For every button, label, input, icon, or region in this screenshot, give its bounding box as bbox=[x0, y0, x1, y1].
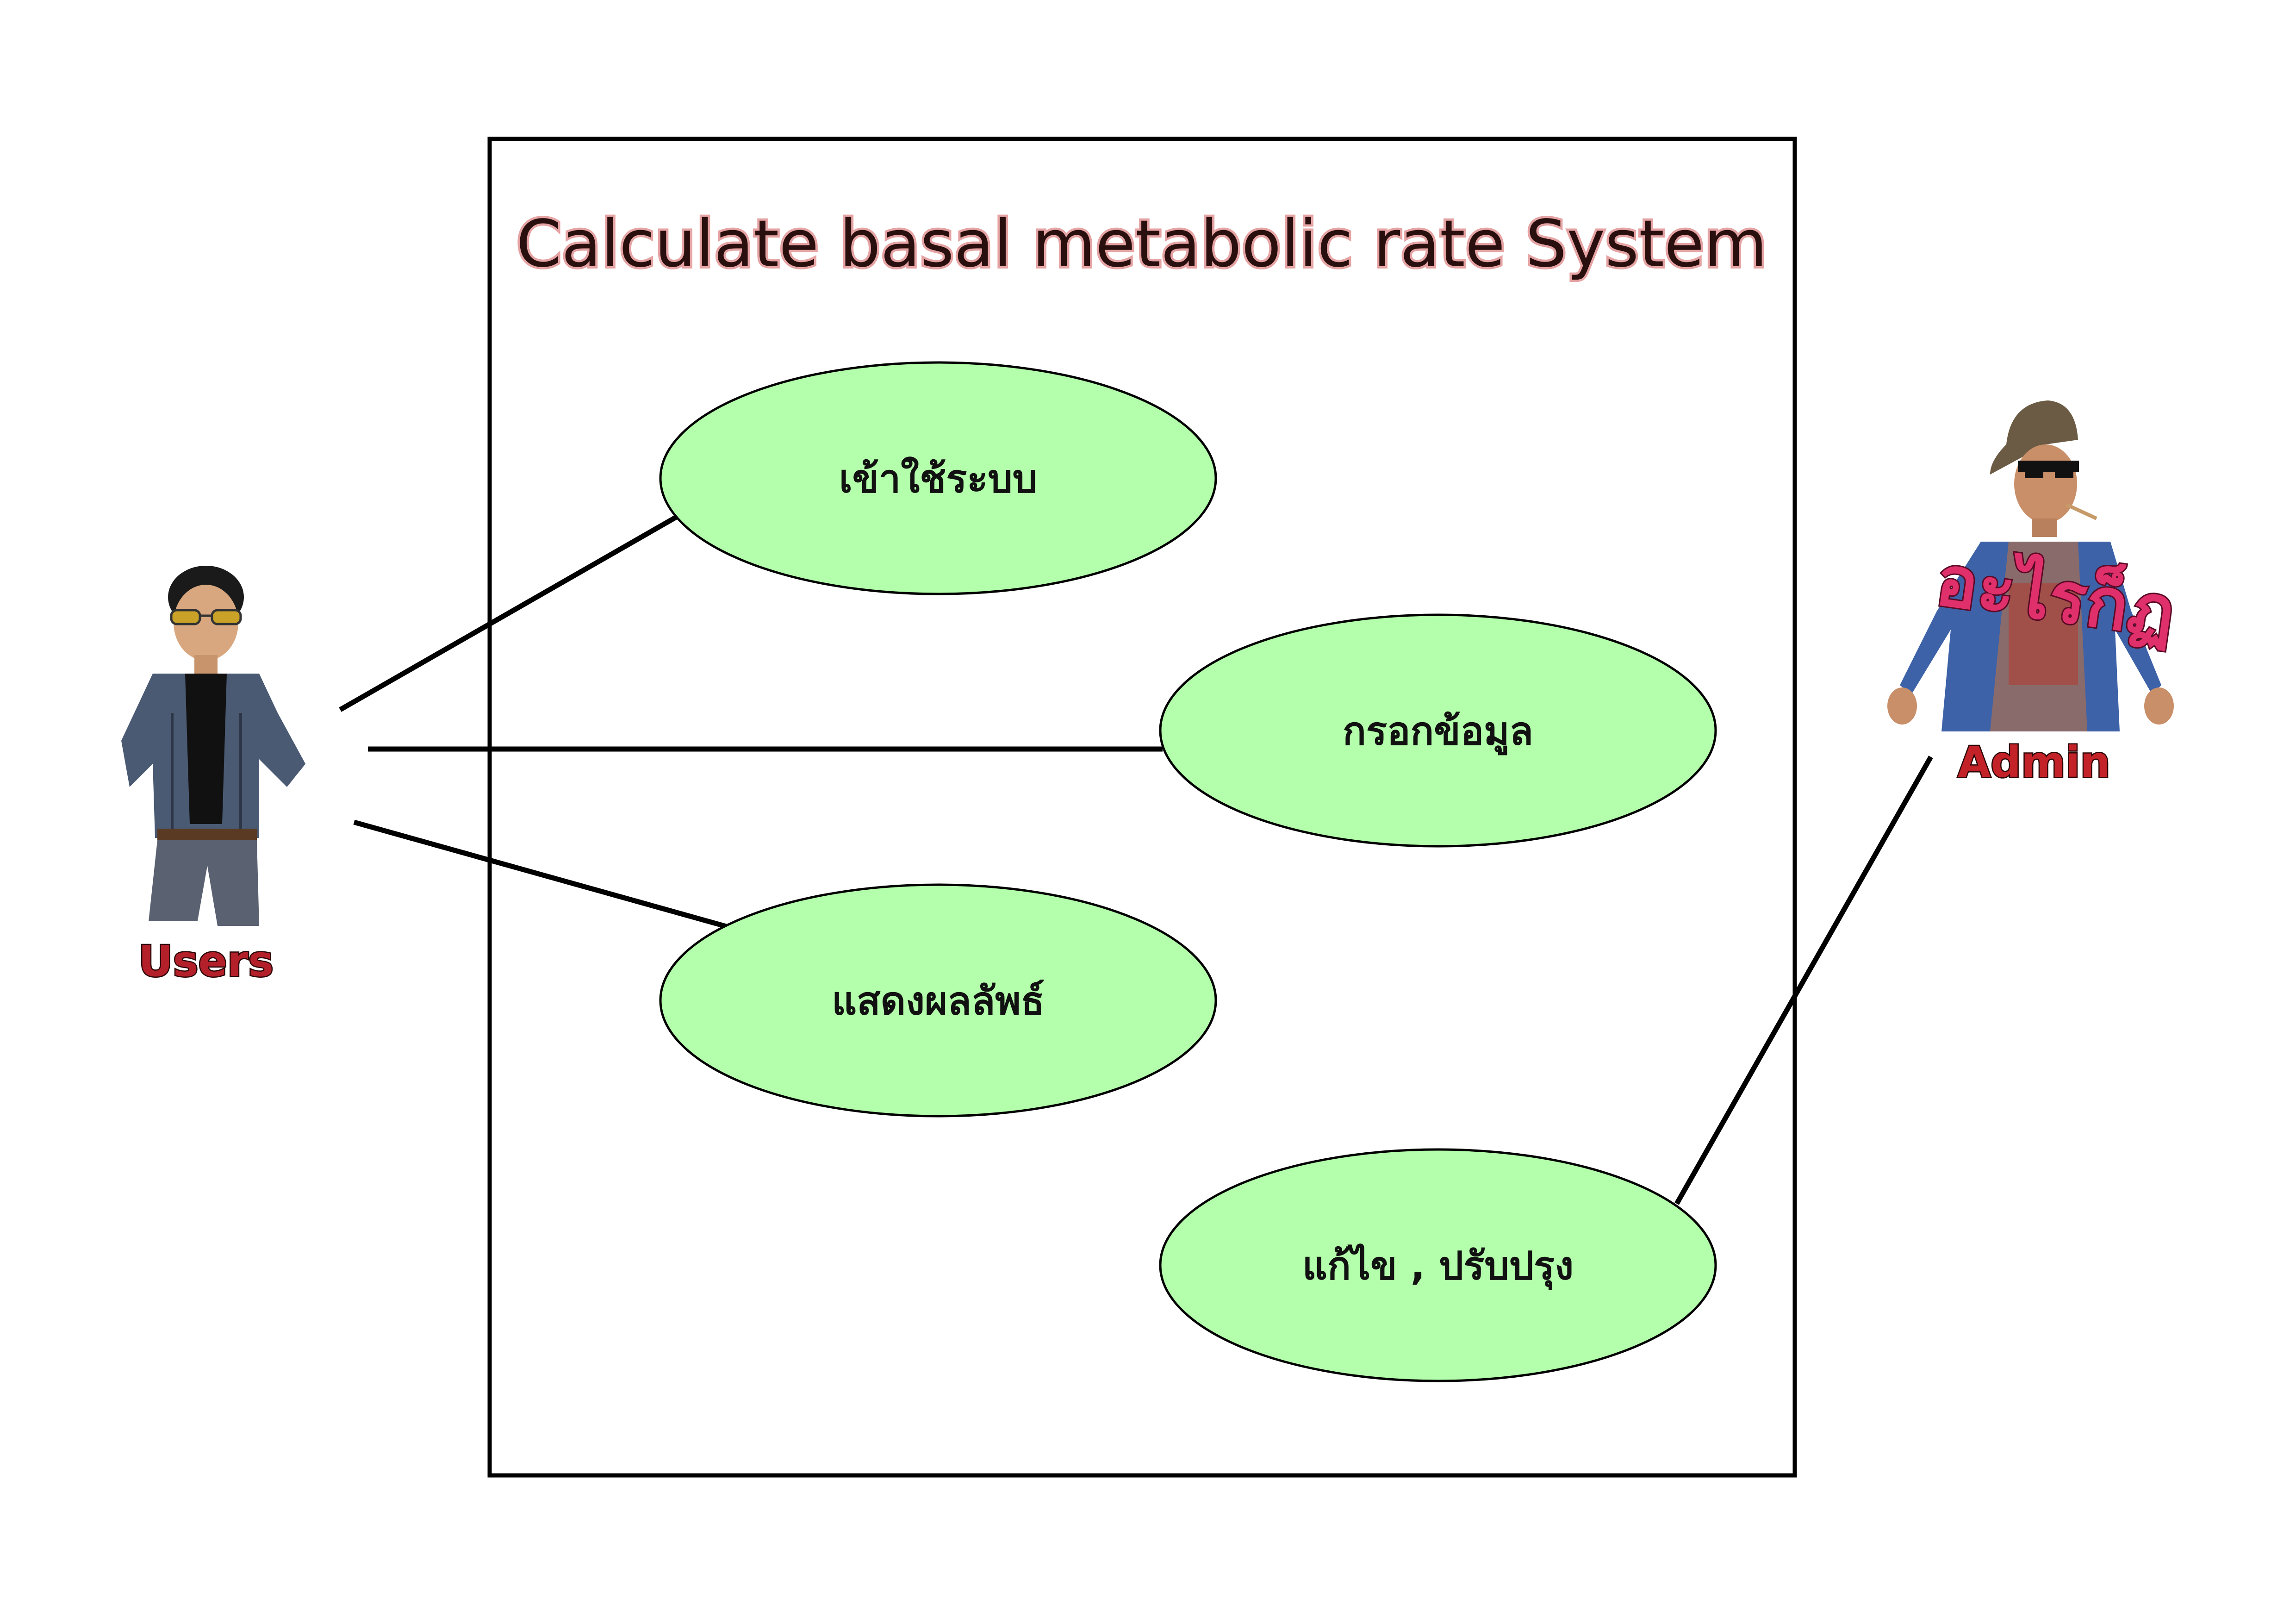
actor-admin[interactable]: อะไรก็ฏ Admin bbox=[1887, 400, 2182, 788]
usecase-edit-update-ellipse bbox=[1159, 1148, 1717, 1382]
users-figure-icon bbox=[121, 566, 305, 928]
usecase-input-data-ellipse bbox=[1159, 613, 1717, 848]
usecase-input-data[interactable]: กรอกข้อมูล bbox=[1159, 613, 1717, 848]
usecase-login[interactable]: เข้าใช้ระบบ bbox=[659, 361, 1217, 595]
admin-figure-icon bbox=[1887, 400, 2174, 731]
usecase-edit-update[interactable]: แก้ไข , ปรับปรุง bbox=[1159, 1148, 1717, 1382]
association-admin-edit bbox=[1674, 756, 1933, 1205]
usecase-show-result-ellipse bbox=[659, 883, 1217, 1118]
users-label: Users bbox=[138, 937, 274, 986]
usecase-login-label: เข้าใช้ระบบ bbox=[839, 456, 1037, 501]
usecase-login-ellipse bbox=[659, 361, 1217, 595]
usecase-input-data-label: กรอกข้อมูล bbox=[1343, 708, 1533, 756]
system-title: Calculate basal metabolic rate System bbox=[516, 206, 1767, 282]
association-users-result bbox=[353, 819, 727, 929]
admin-label: Admin bbox=[1958, 737, 2110, 787]
usecase-show-result[interactable]: แสดงผลลัพธ์ bbox=[659, 883, 1217, 1118]
usecase-edit-update-label: แก้ไข , ปรับปรุง bbox=[1302, 1243, 1574, 1290]
actor-users[interactable]: Users bbox=[121, 566, 305, 987]
usecase-show-result-label: แสดงผลลัพธ์ bbox=[832, 978, 1045, 1024]
association-users-login bbox=[339, 513, 681, 712]
